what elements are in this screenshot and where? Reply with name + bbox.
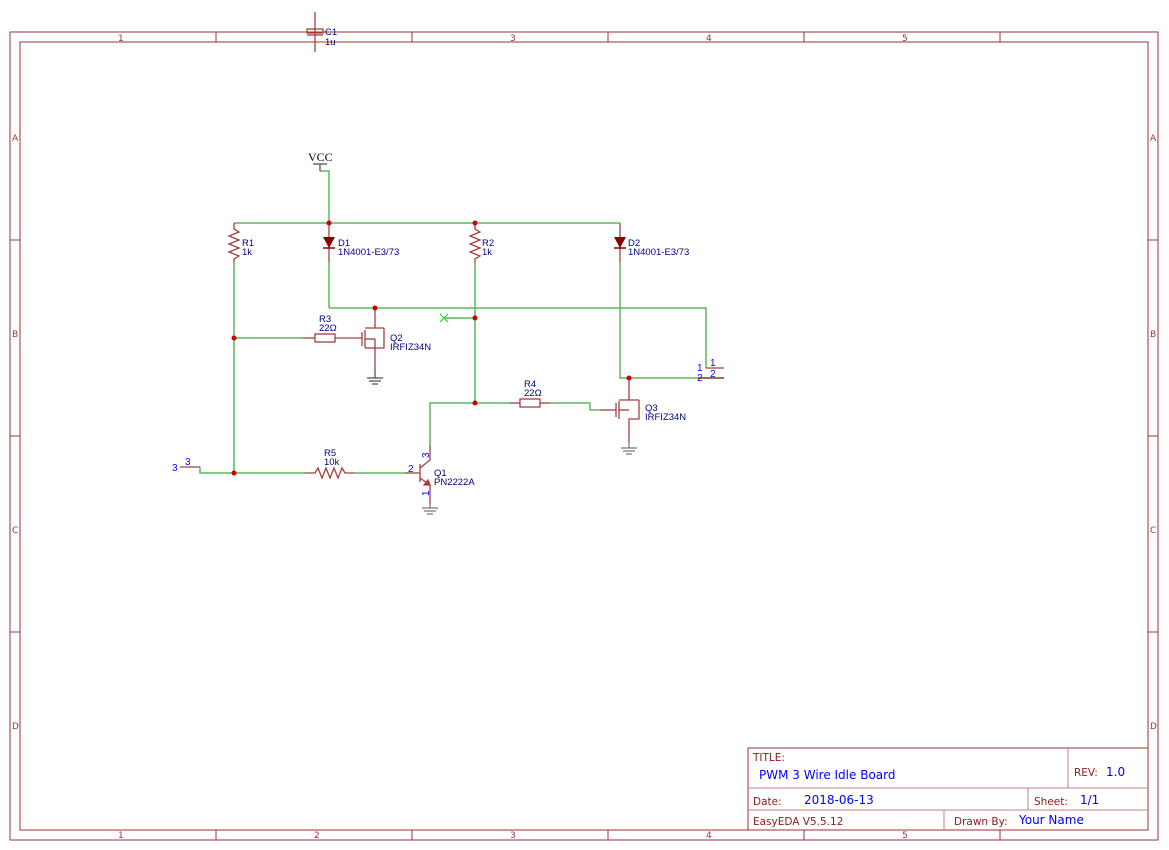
junction-dots [231, 220, 632, 476]
date-value: 2018-06-13 [804, 793, 874, 807]
q3-ref: Q3 [645, 403, 658, 414]
mosfet-q3[interactable]: Q3 IRFIZ34N [600, 378, 686, 455]
mosfet-q2[interactable]: Q2 IRFIZ34N [361, 308, 431, 385]
row-label: B [12, 330, 18, 340]
q1-ref: Q1 [434, 468, 447, 479]
input-net-label: 3 [172, 463, 178, 474]
q1-emitter-pin: 1 [421, 490, 432, 496]
output-net1-label: 1 [697, 363, 703, 374]
row-label: D [1150, 722, 1157, 732]
diode-d2[interactable]: D2 1N4001-E3/73 [614, 223, 689, 262]
r4-value: 22Ω [524, 388, 542, 399]
output-connector[interactable]: 1 2 1 2 [697, 358, 724, 384]
d1-ref: D1 [338, 238, 350, 249]
sheet-frame: 1 3 4 5 1 2 3 4 5 A B C D A B C D [9, 31, 1159, 841]
r5-value: 10k [324, 457, 340, 468]
sheet-title: PWM 3 Wire Idle Board [759, 768, 895, 782]
title-block: TITLE: PWM 3 Wire Idle Board REV: 1.0 Da… [747, 747, 1149, 831]
input-pin-number: 3 [185, 457, 191, 468]
title-label: TITLE: [752, 752, 785, 764]
row-label: B [1150, 330, 1156, 340]
r3-ref: R3 [319, 314, 331, 325]
wires [199, 170, 707, 474]
q1-collector-pin: 3 [421, 452, 432, 458]
row-label: C [12, 526, 18, 536]
r5-ref: R5 [324, 448, 336, 459]
q1-value: PN2222A [434, 477, 475, 488]
r3-value: 22Ω [319, 323, 337, 334]
q1-base-pin: 2 [408, 464, 414, 475]
software-version: EasyEDA V5.5.12 [753, 816, 843, 828]
d2-ref: D2 [628, 238, 640, 249]
output-pin2: 2 [710, 369, 716, 380]
c1-value: 1u [325, 37, 336, 48]
rev-value: 1.0 [1106, 765, 1125, 779]
resistor-r4[interactable]: R4 22Ω [510, 379, 550, 408]
output-pin1: 1 [710, 358, 716, 369]
vcc-power-symbol: VCC [308, 150, 333, 171]
col-label: 5 [902, 34, 908, 44]
c1-ref: C1 [325, 27, 337, 38]
q2-ref: Q2 [390, 333, 403, 344]
col-label: 3 [510, 831, 516, 841]
col-label: 4 [706, 831, 712, 841]
row-label: A [12, 134, 19, 144]
r2-value: 1k [482, 247, 492, 258]
d2-value: 1N4001-E3/73 [628, 247, 689, 258]
sheet-label: Sheet: [1034, 796, 1068, 808]
row-label: D [12, 722, 19, 732]
resistor-r3[interactable]: R3 22Ω [303, 314, 362, 343]
npn-transistor-q1[interactable]: 2 3 1 Q1 PN2222A [405, 445, 475, 515]
date-label: Date: [753, 796, 782, 808]
input-connector[interactable]: 3 3 [172, 457, 200, 474]
capacitor-c1[interactable]: C1 1u [306, 12, 337, 52]
q3-value: IRFIZ34N [645, 412, 686, 423]
col-label: 2 [314, 831, 320, 841]
r4-ref: R4 [524, 379, 536, 390]
row-label: C [1150, 526, 1156, 536]
drawn-by-label: Drawn By: [954, 816, 1008, 828]
col-label: 1 [118, 34, 124, 44]
col-label: 4 [706, 34, 712, 44]
resistor-r2[interactable]: R2 1k [468, 223, 494, 262]
q2-value: IRFIZ34N [390, 342, 431, 353]
drawn-by-value: Your Name [1018, 813, 1084, 827]
r2-ref: R2 [482, 238, 494, 249]
col-label: 1 [118, 831, 124, 841]
rev-label: REV: [1074, 767, 1098, 779]
vcc-label: VCC [308, 150, 333, 164]
output-net2-label: 2 [697, 373, 703, 384]
r1-value: 1k [242, 247, 252, 258]
resistor-r1[interactable]: R1 1k [227, 223, 254, 262]
d1-value: 1N4001-E3/73 [338, 247, 399, 258]
resistor-r5[interactable]: R5 10k [305, 448, 355, 480]
row-label: A [1150, 134, 1157, 144]
no-connect-flag [439, 313, 449, 323]
col-label: 3 [510, 34, 516, 44]
r1-ref: R1 [242, 238, 254, 249]
sheet-value: 1/1 [1080, 793, 1099, 807]
col-label: 5 [902, 831, 908, 841]
diode-d1[interactable]: D1 1N4001-E3/73 [323, 223, 399, 262]
